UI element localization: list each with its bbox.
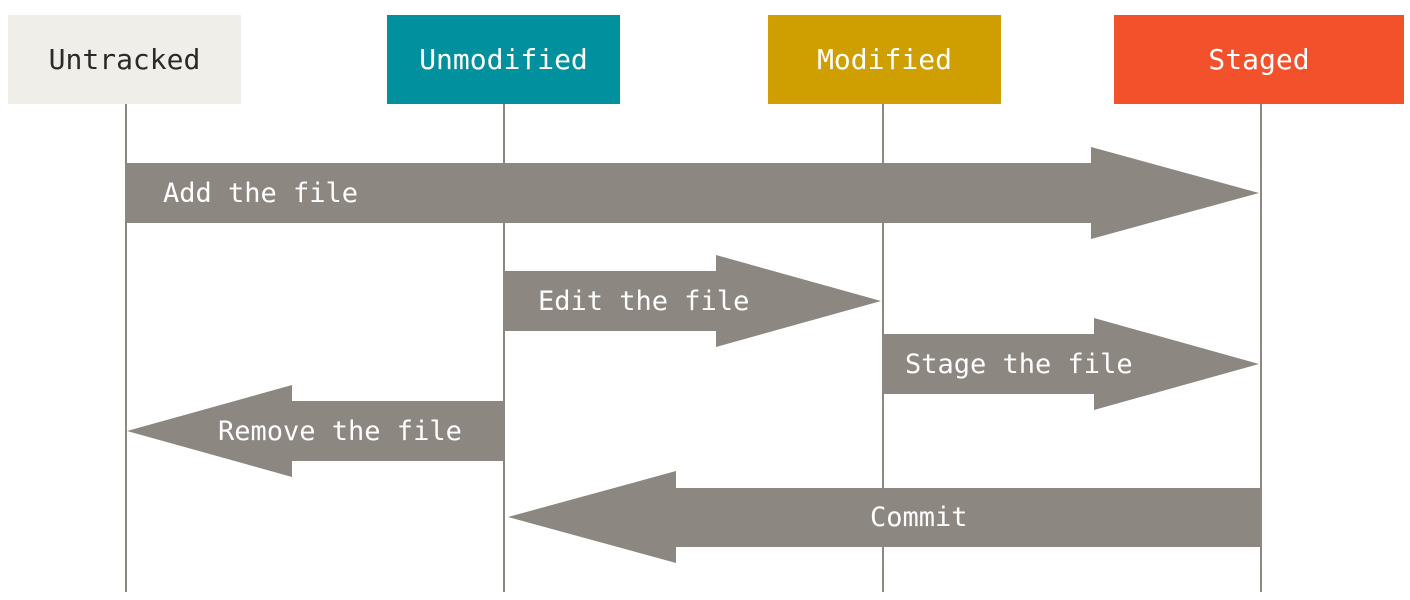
arrow-commit: [508, 471, 1261, 563]
state-untracked-box: Untracked: [8, 15, 241, 104]
state-untracked-label: Untracked: [48, 43, 201, 76]
state-modified-label: Modified: [817, 43, 952, 76]
arrow-remove-the-file: [127, 385, 504, 477]
arrow-remove-the-file-label: Remove the file: [218, 416, 462, 447]
state-unmodified-box: Unmodified: [387, 15, 620, 104]
arrow-stage-the-file: [883, 318, 1259, 410]
state-unmodified-label: Unmodified: [419, 43, 588, 76]
state-staged-label: Staged: [1208, 43, 1310, 76]
arrow-edit-the-file-label: Edit the file: [538, 286, 749, 317]
state-modified-box: Modified: [768, 15, 1001, 104]
arrow-commit-label: Commit: [870, 502, 968, 533]
arrow-add-the-file: [126, 147, 1259, 239]
state-staged-box: Staged: [1114, 15, 1404, 104]
arrow-stage-the-file-label: Stage the file: [905, 349, 1133, 380]
arrow-add-the-file-label: Add the file: [163, 178, 358, 209]
arrow-edit-the-file: [504, 255, 881, 347]
